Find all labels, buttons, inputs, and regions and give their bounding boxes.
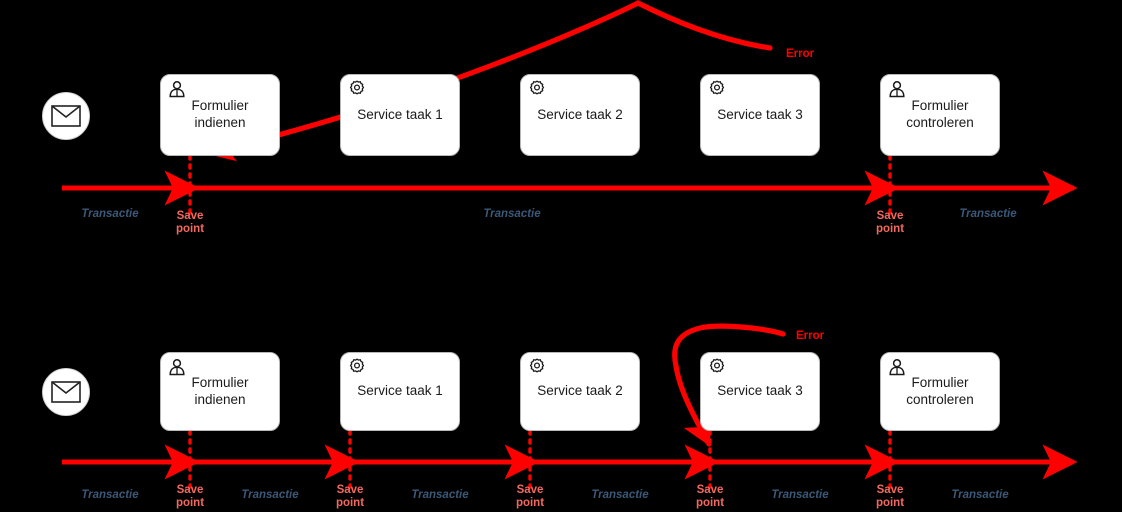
task-box-formulier-indienen-top[interactable]: Formulier indienen bbox=[160, 74, 280, 156]
error-label-top: Error bbox=[786, 48, 815, 60]
save-point-label: Save point bbox=[335, 484, 365, 509]
user-task-icon bbox=[889, 81, 905, 98]
gear-service-icon bbox=[529, 358, 545, 373]
task-label: Service taak 1 bbox=[357, 106, 443, 122]
transaction-label: Transactie bbox=[951, 489, 1009, 501]
save-point-label: Save point bbox=[875, 484, 905, 509]
start-node-top[interactable] bbox=[42, 92, 90, 140]
task-box-formulier-indienen-bottom[interactable]: Formulier indienen bbox=[160, 352, 280, 431]
task-label: Service taak 2 bbox=[537, 106, 623, 122]
envelope-icon bbox=[51, 105, 81, 127]
gear-service-icon bbox=[709, 80, 725, 95]
transaction-label: Transactie bbox=[959, 208, 1017, 220]
transaction-label: Transactie bbox=[81, 208, 139, 220]
task-label: Service taak 3 bbox=[717, 383, 803, 399]
bottom-save-point-connectors bbox=[188, 429, 892, 489]
task-label: Formulier controleren bbox=[906, 374, 974, 407]
save-point-label: Save point bbox=[515, 484, 545, 509]
transaction-label: Transactie bbox=[591, 489, 649, 501]
task-label: Formulier indienen bbox=[191, 98, 249, 130]
top-error-rollback-path bbox=[205, 0, 773, 162]
error-label-bottom: Error bbox=[796, 330, 825, 342]
transaction-label: Transactie bbox=[241, 489, 299, 501]
user-task-icon bbox=[169, 359, 185, 376]
gear-service-icon bbox=[529, 80, 545, 95]
user-task-icon bbox=[169, 81, 185, 98]
task-box-service-taak-1-top[interactable]: Service taak 1 bbox=[340, 74, 460, 156]
task-box-formulier-controleren-bottom[interactable]: Formulier controleren bbox=[880, 352, 1000, 431]
task-box-service-taak-3-top[interactable]: Service taak 3 bbox=[700, 74, 820, 156]
task-box-service-taak-2-top[interactable]: Service taak 2 bbox=[520, 74, 640, 156]
transaction-label: Transactie bbox=[411, 489, 469, 501]
task-box-service-taak-2-bottom[interactable]: Service taak 2 bbox=[520, 352, 640, 431]
task-box-formulier-controleren-top[interactable]: Formulier controleren bbox=[880, 74, 1000, 156]
envelope-icon bbox=[51, 381, 81, 403]
task-label: Service taak 1 bbox=[357, 383, 443, 399]
task-box-service-taak-3-bottom[interactable]: Service taak 3 bbox=[700, 352, 820, 431]
task-label: Service taak 3 bbox=[717, 106, 803, 122]
transaction-label: Transactie bbox=[483, 208, 541, 220]
gear-service-icon bbox=[349, 80, 365, 95]
user-task-icon bbox=[889, 359, 905, 376]
gear-service-icon bbox=[349, 358, 365, 373]
gear-service-icon bbox=[709, 358, 725, 373]
task-box-service-taak-1-bottom[interactable]: Service taak 1 bbox=[340, 352, 460, 431]
task-label: Formulier indienen bbox=[191, 374, 249, 407]
bottom-error-rollback-path bbox=[672, 323, 786, 447]
top-save-point-connectors bbox=[188, 154, 892, 218]
save-point-label: Save point bbox=[875, 210, 905, 235]
save-point-label: Save point bbox=[175, 210, 205, 235]
task-label: Formulier controleren bbox=[906, 98, 974, 130]
transaction-label: Transactie bbox=[771, 489, 829, 501]
save-point-label: Save point bbox=[175, 484, 205, 509]
task-label: Service taak 2 bbox=[537, 383, 623, 399]
start-node-bottom[interactable] bbox=[42, 368, 90, 416]
transaction-label: Transactie bbox=[81, 489, 139, 501]
save-point-label: Save point bbox=[695, 484, 725, 509]
